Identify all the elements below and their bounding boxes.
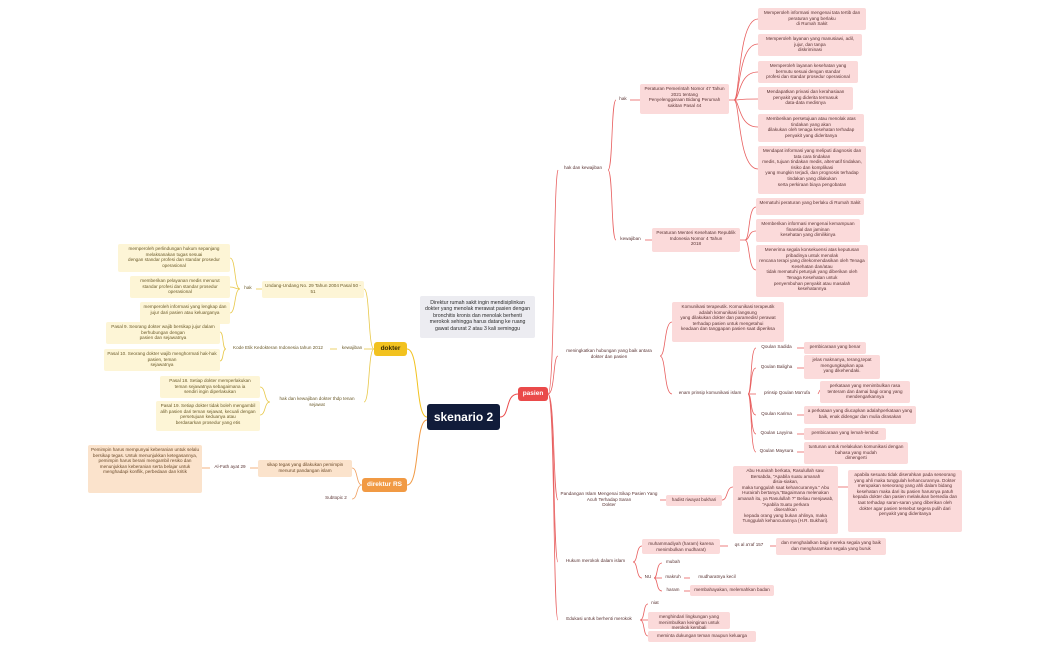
hak-dokter-item-2[interactable]: memberikan pelayanan medis menurut stand…: [130, 276, 230, 298]
edukasi-lingkungan[interactable]: menghindari lingkungan yang menimbulkan …: [648, 612, 730, 629]
hak-pasien-item-1[interactable]: Memperoleh informasi mengenai tata terti…: [758, 8, 866, 30]
hak-pasien-item-2[interactable]: Memperoleh layanan yang manusiawi, adil,…: [758, 34, 862, 56]
prinsip-desc-1[interactable]: pembicaraan yang benar: [804, 342, 866, 354]
edukasi-niat[interactable]: niat: [651, 600, 659, 605]
pasal-18[interactable]: Pasal 18. Setiap dokter memperlakukan te…: [160, 376, 260, 398]
al-fath[interactable]: Al-Fath ayat 29: [214, 464, 246, 469]
topic-kewajiban-pasien[interactable]: kewajiban: [620, 236, 641, 241]
hak-dokter-item-1[interactable]: memperoleh perlindungan hukum sepanjang …: [118, 244, 230, 272]
link-center-direktur: [406, 419, 428, 486]
scenario-note[interactable]: Direktur rumah sakit ingin mendisiplinka…: [420, 296, 535, 338]
topic-komunikasi[interactable]: meningkatkan hubungan yang baik antara d…: [566, 348, 652, 359]
topic-edukasi[interactable]: Edukasi untuk berhenti merokok: [566, 616, 632, 621]
link-center-dokter: [406, 348, 428, 418]
qs-al-araf[interactable]: qs al a'raf 157: [734, 542, 764, 547]
kewajiban-pasien-item-3[interactable]: Menerima segala konsekuensi atas keputus…: [756, 245, 868, 297]
hadist-label[interactable]: hadist riwayat bukhari: [666, 495, 722, 506]
hak-pasien-item-6[interactable]: Mendapat informasi yang meliputi diagnos…: [758, 146, 866, 194]
hak-dokter-item-3[interactable]: memperoleh informasi yang lengkap dan ju…: [140, 302, 230, 324]
kewajiban-pasien-item-1[interactable]: Mematuhi peraturan yang berlaku di Rumah…: [756, 198, 864, 215]
topic-hak-pasien[interactable]: hak: [619, 96, 627, 101]
prinsip-name-3[interactable]: prinsip Qoulan Ma'rufa: [763, 390, 811, 395]
link-center-pasien: [499, 393, 519, 418]
topic-kodeki[interactable]: Kode Etik Kedokteran Indonesia tahun 201…: [233, 345, 323, 350]
topic-pp47[interactable]: Peraturan Pemerintah Nomor 47 Tahun 2021…: [640, 84, 729, 114]
hak-pasien-item-3[interactable]: Memperoleh layanan kesehatan yang bermut…: [758, 61, 858, 83]
prinsip-desc-6[interactable]: tuntunan untuk melakukan komunikasi deng…: [804, 442, 908, 464]
topic-pandangan-islam[interactable]: Pandangan Islam Mengenai Sikap Pasien Ya…: [560, 491, 658, 508]
prinsip-desc-5[interactable]: pembicaraan yang lemah-lembut: [804, 428, 886, 440]
pasal-19[interactable]: Pasal 19. Setiap dokter tidak boleh meng…: [156, 401, 260, 431]
topic-hukum-merokok[interactable]: Hukum merokok dalam islam: [565, 558, 626, 563]
hadist-explanation[interactable]: apabila sesuatu tidak diserahkan pada se…: [848, 470, 962, 532]
branch-dokter[interactable]: dokter: [374, 342, 407, 356]
kewajiban-pasien-item-2[interactable]: Memberikan informasi mengenai kemampuan …: [756, 219, 860, 242]
subtopic-2[interactable]: Subtopic 2: [325, 495, 347, 500]
nu-mubah[interactable]: mubah: [665, 559, 681, 564]
prinsip-name-4[interactable]: Qoulan Karima: [761, 411, 792, 416]
sikap-tegas[interactable]: sikap tegas yang dilakukan pemimpin menu…: [258, 460, 352, 477]
edukasi-dukungan[interactable]: meminta dukungan teman maupun keluarga: [648, 631, 756, 642]
komunikasi-terapeutik[interactable]: Komunikasi terapeutik. Komunikasi terape…: [672, 302, 784, 342]
nu-makruh[interactable]: makruh: [665, 574, 681, 579]
prinsip-name-2[interactable]: Qoulan Baligha: [760, 364, 793, 369]
branch-pasien[interactable]: pasien: [518, 387, 548, 401]
haram-desc[interactable]: membahayakan, melemahkan badan: [690, 585, 774, 596]
prinsip-name-6[interactable]: Qoulan Maysura: [759, 448, 794, 453]
topic-hak-dokter[interactable]: hak: [244, 285, 252, 290]
al-fath-text[interactable]: Pemimpin harus mempunyai keberanian untu…: [88, 445, 202, 493]
prinsip-desc-2[interactable]: jelas maknanya, terang,tepat mengungkapk…: [804, 355, 880, 379]
qs-al-araf-text[interactable]: dan menghalalkan bagi mereka segala yang…: [776, 538, 886, 555]
topic-enam-prinsip[interactable]: enam prinsip komunikasi islam: [678, 390, 742, 395]
muhammadiyah-haram[interactable]: muhammadiyah (haram) karena menimbulkan …: [642, 539, 720, 554]
topic-kewajiban-dokter[interactable]: kewajiban: [341, 345, 363, 350]
pasien-trunk: [547, 169, 559, 395]
topic-uu29[interactable]: Undang-Undang No. 29 Tahun 2004 Pasal 50…: [262, 281, 364, 298]
topic-hak-kew-sejawat[interactable]: hak dan kewajiban dokter thdp tenan seja…: [279, 396, 355, 407]
topic-pmk4[interactable]: Peraturan Menteri Kesehatan Republik Ind…: [652, 228, 740, 252]
prinsip-desc-3[interactable]: perkataan yang menimbulkan rasa tenteram…: [820, 381, 910, 403]
hadist-text[interactable]: Abu Hurairah berkata, Rasulullah saw. Be…: [733, 466, 838, 534]
prinsip-name-1[interactable]: Qoulan Sadida: [761, 344, 792, 349]
topic-nu[interactable]: NU: [644, 574, 652, 579]
topic-hak-kewajiban-pasien[interactable]: hak dan kewajiban: [563, 165, 603, 170]
branch-direktur[interactable]: direktur RS: [362, 478, 407, 492]
prinsip-desc-4[interactable]: a perkataan yang diucapkan adalahperkata…: [804, 406, 916, 424]
makruh-desc[interactable]: mudharatnya kecil: [698, 574, 736, 579]
kodeki-item-2[interactable]: Pasal 10. Seorang dokter wajib menghorma…: [104, 349, 220, 371]
hak-pasien-item-5[interactable]: Memberikan persetujuan atau menolak atas…: [758, 114, 864, 142]
hak-pasien-item-4[interactable]: Mendapatkan privasi dan kerahasiaan peny…: [758, 87, 853, 110]
central-topic[interactable]: skenario 2: [427, 404, 500, 430]
kodeki-item-1[interactable]: Pasal 9. Seorang dokter wajib bersikap j…: [106, 322, 220, 344]
prinsip-name-5[interactable]: Qoulan Layyina: [760, 430, 793, 435]
nu-haram[interactable]: haram: [666, 587, 680, 592]
